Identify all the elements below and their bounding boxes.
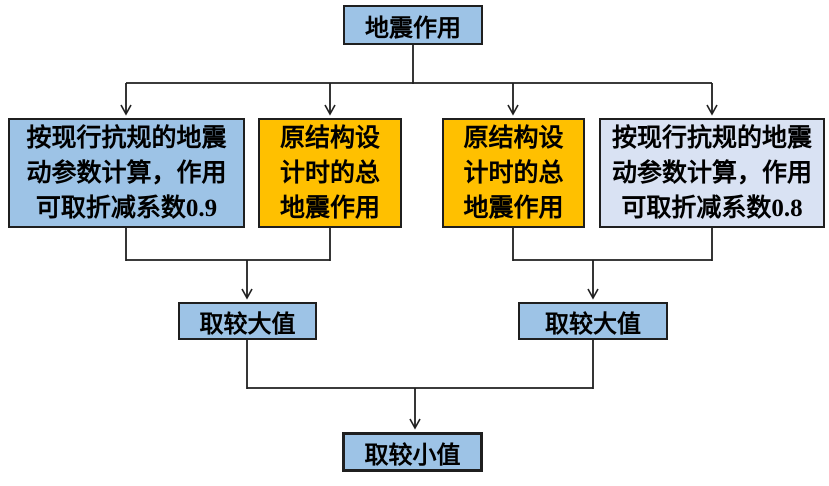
node-seismic-action-label: 地震作用 [365, 14, 461, 42]
node-line: 可取折减系数0.9 [36, 191, 217, 226]
node-take-smaller-label: 取较小值 [364, 441, 461, 469]
node-take-larger-right-label: 取较大值 [545, 310, 641, 338]
node-line: 计时的总 [463, 158, 564, 187]
node-line: 原结构设 [279, 123, 380, 152]
node-current-code-0.9: 按现行抗规的地震 动参数计算，作用 可取折减系数0.9 [8, 118, 245, 228]
reduction-factor-0.9: 0.9 [185, 194, 218, 222]
node-line-text: 可取折减系数 [35, 193, 186, 222]
node-line: 原结构设 [463, 123, 564, 152]
node-line: 地震作用 [279, 193, 380, 222]
node-line-text: 可取折减系数 [621, 193, 772, 222]
node-line: 动参数计算，作用 [26, 158, 227, 187]
node-line: 按现行抗规的地震 [26, 123, 227, 152]
node-take-larger-left-label: 取较大值 [199, 310, 296, 338]
node-line: 地震作用 [463, 193, 564, 222]
node-line: 计时的总 [279, 158, 380, 187]
reduction-factor-0.8: 0.8 [771, 194, 803, 222]
node-line: 按现行抗规的地震 [611, 123, 812, 152]
node-take-smaller: 取较小值 [342, 432, 483, 472]
node-line: 可取折减系数0.8 [621, 191, 802, 226]
node-original-design-left: 原结构设 计时的总 地震作用 [258, 118, 402, 228]
node-original-design-right: 原结构设 计时的总 地震作用 [442, 118, 585, 228]
node-take-larger-left: 取较大值 [178, 302, 317, 340]
node-line: 动参数计算，作用 [611, 158, 812, 187]
node-take-larger-right: 取较大值 [518, 302, 668, 340]
node-seismic-action: 地震作用 [343, 5, 483, 45]
node-current-code-0.8: 按现行抗规的地震 动参数计算，作用 可取折减系数0.8 [599, 118, 825, 228]
